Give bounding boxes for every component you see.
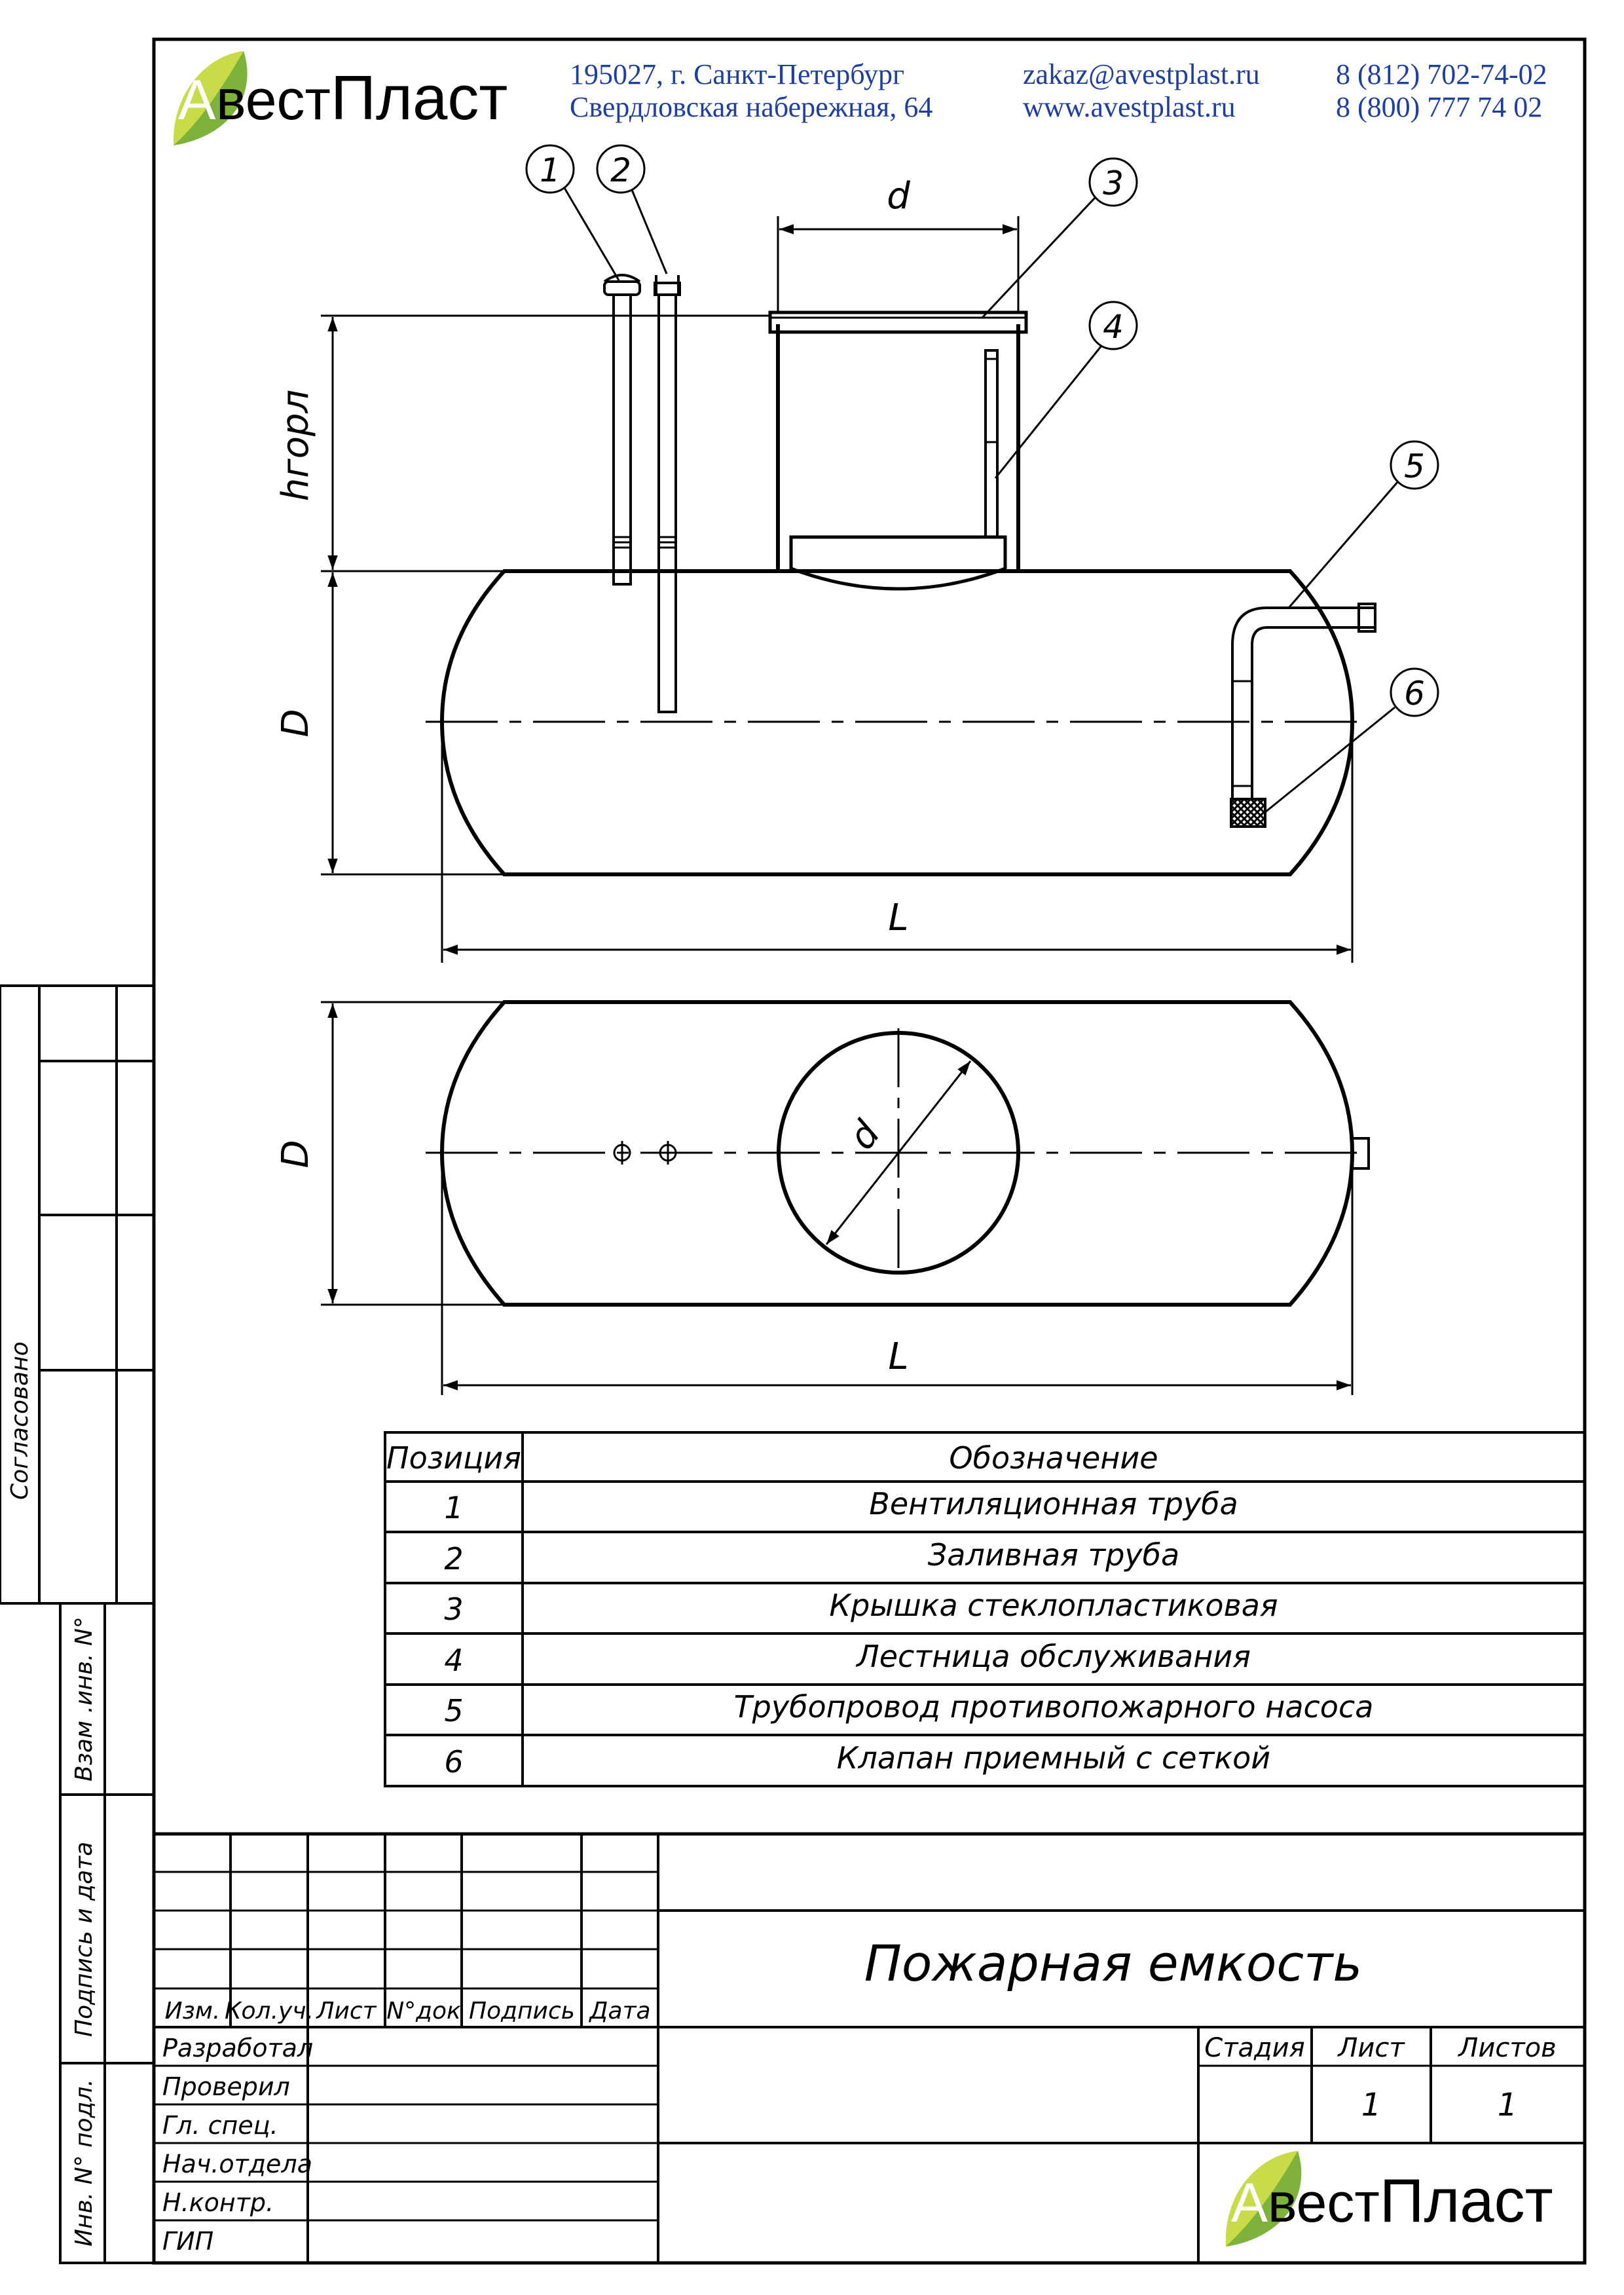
side-stamp-text: Согласовано Взам .инв. N° Подпись и дата… [7, 1341, 98, 2247]
table-row-name: Трубопровод противопожарного насоса [734, 1689, 1374, 1725]
title-block-logo: А вестПласт [1225, 2151, 1553, 2247]
tank-body-side [439, 569, 1355, 876]
col-header-position: Позиция [386, 1440, 521, 1476]
col-header: N°док [386, 1998, 461, 2024]
table-row-pos: 6 [444, 1744, 463, 1780]
drawing-title: Пожарная емкость [864, 1934, 1362, 1992]
callout-5: 5 [1404, 447, 1425, 485]
table-row-name: Клапан приемный с сеткой [837, 1740, 1270, 1776]
inv-orig-label: Инв. N° подл. [71, 2079, 98, 2247]
dim-L-top-label: L [888, 1335, 908, 1378]
col-header: Подпись [469, 1998, 575, 2024]
top-view-dimensions [321, 1001, 1354, 1395]
side-view-dimensions [321, 216, 1354, 963]
table-row-name: Заливная труба [928, 1537, 1179, 1573]
dim-D-label: D [274, 709, 317, 737]
title-block-text: Пожарная емкость Изм. Кол.уч. Лист N°док… [162, 1934, 1557, 2256]
title-block [154, 1832, 1585, 2263]
col-header: Изм. [165, 1998, 221, 2024]
col-header: Лист [315, 1998, 377, 2024]
table-row-name: Лестница обслуживания [855, 1639, 1251, 1674]
table-row-pos: 4 [444, 1643, 463, 1678]
callout-6: 6 [1404, 675, 1425, 713]
logo-text: вестПласт [1268, 2166, 1553, 2235]
email-link[interactable]: zakaz@avestplast.ru [1023, 58, 1260, 90]
table-row-name: Вентиляционная труба [869, 1486, 1238, 1521]
dim-D-top-label: D [274, 1140, 317, 1168]
callout-4: 4 [1103, 308, 1124, 346]
col-header: Дата [588, 1998, 650, 2024]
table-row-name: Крышка стеклопластиковая [829, 1588, 1278, 1623]
side-stamp [0, 984, 155, 2264]
stage-label: Стадия [1204, 2033, 1304, 2063]
table-row-pos: 5 [444, 1693, 463, 1728]
parts-table [384, 1431, 1586, 1787]
role-label: Разработал [162, 2034, 313, 2062]
role-label: ГИП [162, 2227, 213, 2256]
agreed-label: Согласовано [7, 1341, 33, 1500]
intake-valve-mesh [1230, 798, 1266, 828]
address-line-1: 195027, г. Санкт-Петербург [570, 58, 904, 90]
logo-letter: А [1231, 2172, 1268, 2233]
tank-side-view [426, 274, 1376, 876]
side-view-dim-labels: d hгорл D L [274, 175, 910, 939]
role-label: Гл. спец. [162, 2111, 278, 2140]
dim-h-label: hгорл [274, 390, 317, 502]
company-contacts: 195027, г. Санкт-Петербург Свердловская … [570, 58, 1547, 123]
col-header-designation: Обозначение [949, 1440, 1158, 1476]
company-logo: А вестПласт [173, 51, 507, 145]
callout-2: 2 [610, 151, 631, 189]
service-ladder [984, 349, 999, 538]
phone-1: 8 (812) 702-74-02 [1336, 58, 1547, 90]
callout-1: 1 [540, 151, 561, 189]
fire-pump-pipeline [1231, 603, 1376, 806]
sheets-value: 1 [1498, 2087, 1518, 2123]
sign-date-label: Подпись и дата [71, 1842, 98, 2037]
logo-letter: А [178, 69, 216, 132]
manhole-neck [768, 310, 1028, 591]
tank-body-top [439, 1000, 1355, 1307]
dim-d-top-label: d [841, 1113, 889, 1157]
dim-L-label: L [888, 897, 908, 939]
parts-table-text: Позиция Обозначение 1 Вентиляционная тру… [386, 1440, 1373, 1780]
role-label: Н.контр. [162, 2188, 274, 2217]
address-line-2: Свердловская набережная, 64 [570, 91, 932, 123]
role-label: Нач.отдела [162, 2150, 312, 2178]
table-row-pos: 3 [444, 1592, 463, 1627]
callout-3: 3 [1103, 164, 1124, 202]
callouts [525, 144, 1439, 813]
phone-2: 8 (800) 777 74 02 [1336, 91, 1542, 123]
vent-pipe [603, 274, 641, 586]
logo-leaf [173, 51, 244, 145]
filler-pipe [654, 275, 681, 713]
table-row-pos: 1 [444, 1490, 463, 1525]
logo-text: вестПласт [216, 63, 507, 133]
col-header: Кол.уч. [225, 1998, 314, 2024]
sheet-value: 1 [1361, 2087, 1382, 2123]
inv-swap-label: Взам .инв. N° [71, 1616, 98, 1782]
callout-numbers: 1 2 3 4 5 6 [540, 151, 1425, 713]
sheet-label: Лист [1337, 2033, 1405, 2063]
table-row-pos: 2 [444, 1541, 463, 1577]
sheets-label: Листов [1457, 2033, 1556, 2063]
dim-d-label: d [887, 175, 910, 217]
role-label: Проверил [162, 2072, 290, 2101]
website-link[interactable]: www.avestplast.ru [1023, 91, 1236, 123]
